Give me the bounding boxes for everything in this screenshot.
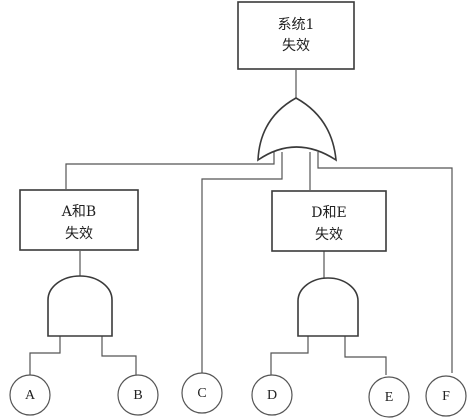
basic-event-a: A <box>9 374 51 416</box>
intermediate-event-de-line1: D和E <box>311 205 346 221</box>
wire-and-to-b <box>101 336 137 375</box>
and-gate-right <box>297 277 359 337</box>
basic-event-a-label: A <box>25 388 36 403</box>
basic-event-f: F <box>425 375 467 417</box>
basic-event-b: B <box>117 374 159 416</box>
intermediate-event-ab-line1: A和B <box>61 204 96 220</box>
top-event-box: 系统1 失效 <box>237 1 355 70</box>
intermediate-event-ab-box: A和B 失效 <box>19 189 139 251</box>
intermediate-event-de-line2: 失效 <box>315 227 343 243</box>
connection-lines <box>29 70 453 375</box>
wire-or-to-c <box>201 152 283 373</box>
basic-event-c-label: C <box>197 386 206 401</box>
basic-event-d: D <box>251 374 293 416</box>
wire-and-to-d <box>270 336 309 375</box>
top-event-label-line1: 系统1 <box>278 17 315 33</box>
intermediate-event-de-box: D和E 失效 <box>271 190 387 252</box>
basic-event-d-label: D <box>267 388 277 403</box>
wire-or-to-f <box>317 152 453 373</box>
basic-event-c: C <box>181 372 223 414</box>
basic-event-e: E <box>368 376 410 418</box>
basic-event-f-label: F <box>442 389 450 404</box>
intermediate-event-ab-line2: 失效 <box>65 226 93 242</box>
basic-event-e-label: E <box>385 390 394 405</box>
and-gate-left <box>47 275 113 337</box>
top-event-label-line2: 失效 <box>282 38 310 54</box>
wire-or-to-ab <box>65 152 275 189</box>
wire-and-to-e <box>344 336 387 375</box>
wire-and-to-a <box>29 336 61 375</box>
or-gate <box>257 97 337 162</box>
basic-event-b-label: B <box>133 388 142 403</box>
